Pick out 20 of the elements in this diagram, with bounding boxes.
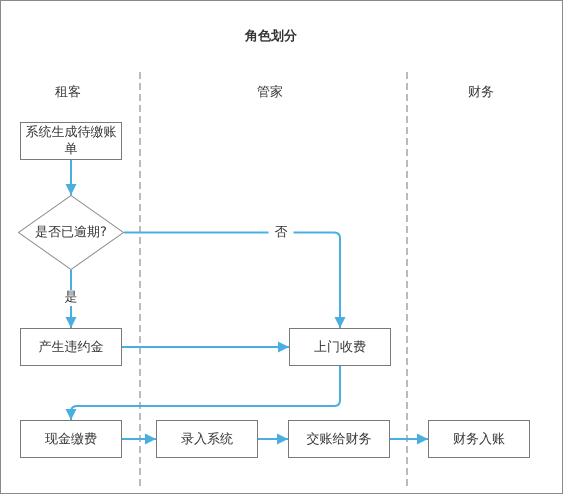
lane-header: 财务 xyxy=(468,84,494,101)
lane-header: 租客 xyxy=(55,84,81,101)
process-box: 现金缴费 xyxy=(20,420,122,458)
edge-label: 否 xyxy=(268,225,294,241)
arrow xyxy=(122,434,156,444)
arrow xyxy=(122,342,289,352)
diagram-title: 角色划分 xyxy=(245,28,297,45)
process-box: 交账给财务 xyxy=(288,420,390,458)
arrow xyxy=(258,434,288,444)
process-box: 财务入账 xyxy=(428,420,530,458)
arrow xyxy=(66,366,341,420)
lane-header: 管家 xyxy=(257,84,283,101)
decision-diamond: 是否已逾期? xyxy=(18,195,124,270)
process-box: 录入系统 xyxy=(156,420,258,458)
arrow xyxy=(124,232,346,328)
process-box: 上门收费 xyxy=(289,328,391,366)
process-box: 产生违约金 xyxy=(20,328,122,366)
process-box: 系统生成待缴账单 xyxy=(20,122,122,160)
arrow xyxy=(390,434,428,444)
arrow xyxy=(66,160,76,195)
